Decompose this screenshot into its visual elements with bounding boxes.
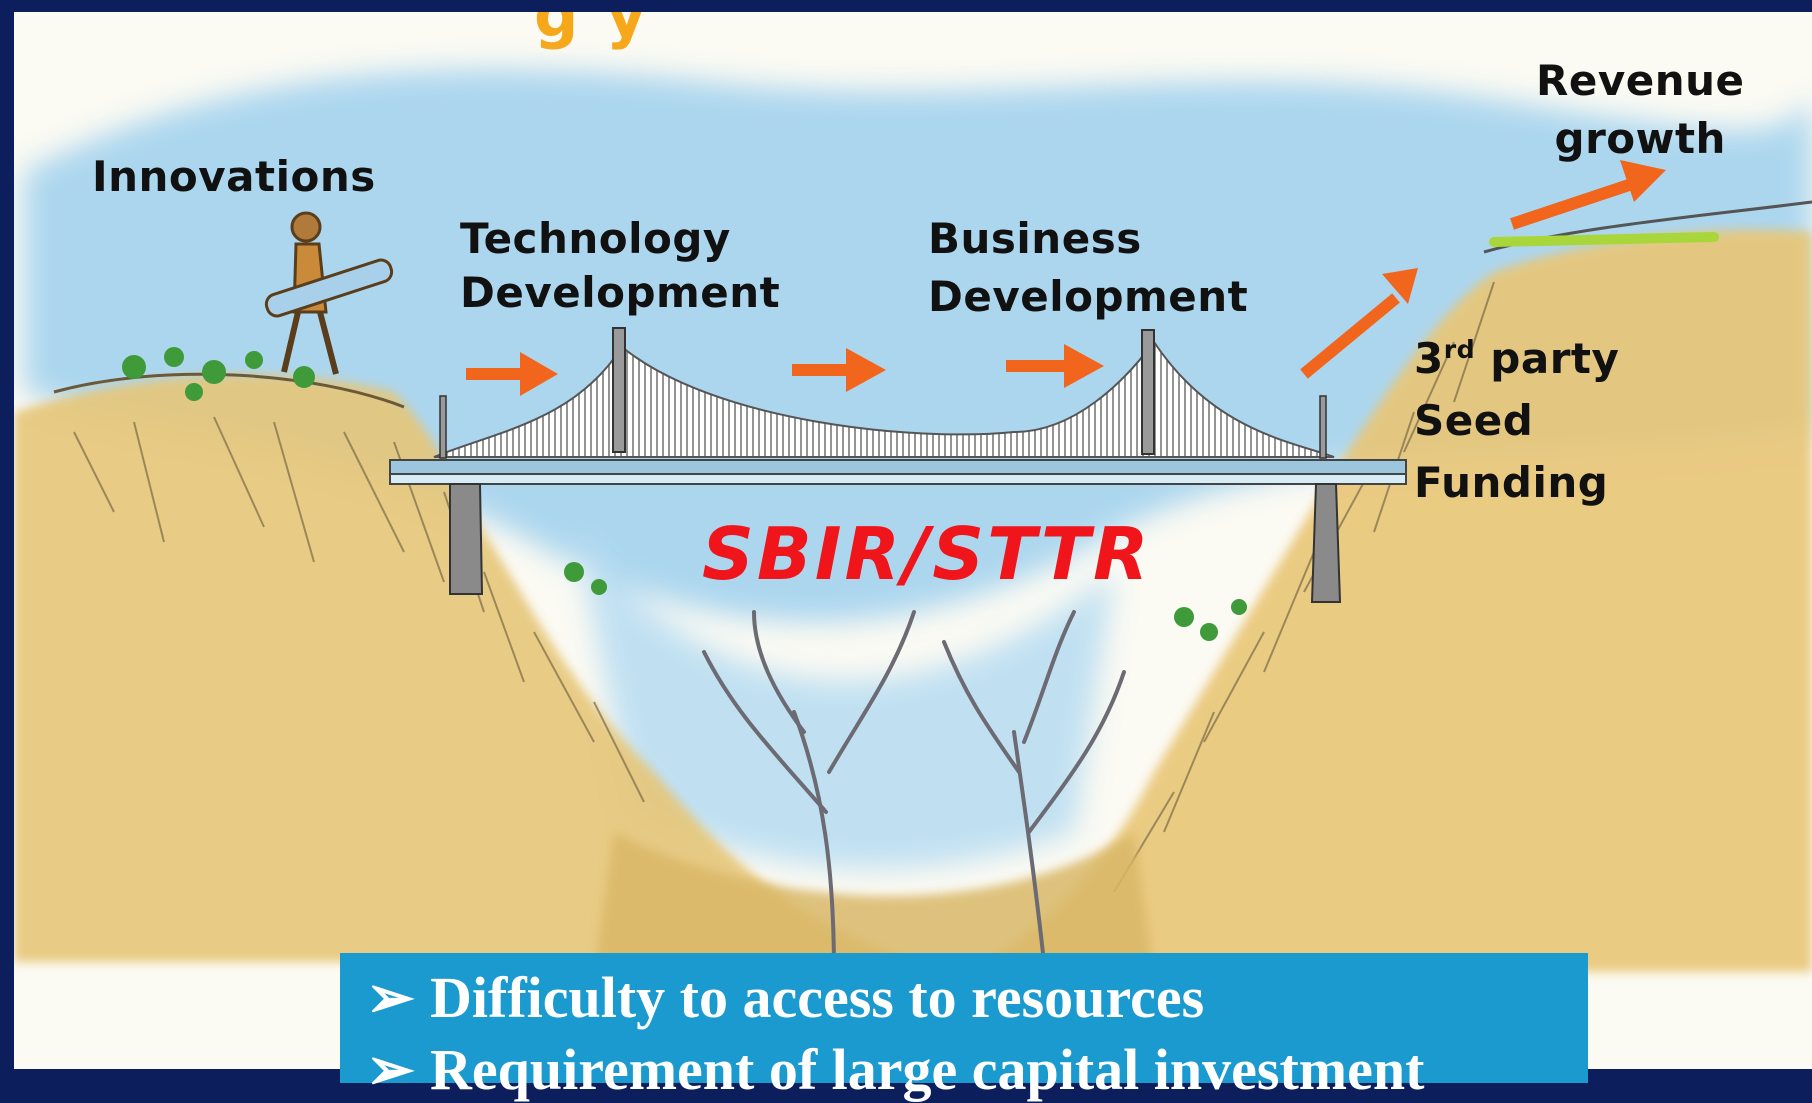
- right-arrow-icon: [792, 348, 886, 392]
- arrowhead-bullet-icon: ➢: [366, 1037, 415, 1102]
- valley-floor: [594, 832, 1154, 972]
- challenge-item-resources: ➢Difficulty to access to resources: [366, 963, 1204, 1031]
- right-arrow-icon: [1006, 344, 1104, 388]
- label-business-line2: Development: [928, 272, 1249, 321]
- bare-trees: [702, 610, 1126, 974]
- label-technology-line2: Development: [460, 268, 781, 317]
- label-innovations: Innovations: [92, 152, 376, 201]
- valley-of-death-illustration: g y: [14, 12, 1812, 1069]
- right-cliff: [974, 200, 1812, 973]
- label-business-line1: Business: [928, 214, 1142, 263]
- diagonal-arrow-icon: [1510, 160, 1666, 230]
- suspension-bridge: [389, 327, 1407, 603]
- label-third-party-number: 3: [1414, 334, 1444, 383]
- diagonal-arrow-icon: [1300, 268, 1418, 379]
- label-business-development: Business Development: [928, 210, 1248, 326]
- challenge-text: Requirement of large capital investment: [430, 1037, 1425, 1102]
- label-revenue-line1: Revenue: [1536, 56, 1745, 105]
- slide: g y: [14, 12, 1812, 1102]
- challenge-text: Difficulty to access to resources: [430, 965, 1205, 1030]
- label-third-party-seed-funding: 3rd party Seed Funding: [1414, 328, 1619, 514]
- progress-arrows: [466, 160, 1666, 396]
- challenge-item-capital: ➢Requirement of large capital investment: [366, 1035, 1424, 1103]
- landscape-drawing: [14, 69, 1812, 974]
- label-revenue-line2: growth: [1554, 114, 1726, 163]
- label-third-party-word: party: [1475, 334, 1620, 383]
- label-technology-development: Technology Development: [460, 212, 780, 320]
- slide-title-fragment: g y: [534, 12, 650, 51]
- innovator-figure-icon: [264, 211, 394, 375]
- label-seed: Seed: [1414, 396, 1534, 445]
- label-technology-line1: Technology: [460, 214, 731, 263]
- label-revenue-growth: Revenue growth: [1536, 52, 1744, 168]
- label-third-party-suffix: rd: [1443, 335, 1476, 364]
- right-plateau-grass: [1489, 232, 1719, 247]
- right-arrow-icon: [466, 352, 558, 396]
- label-third-party-line: 3rd party: [1414, 328, 1619, 390]
- arrowhead-bullet-icon: ➢: [366, 965, 415, 1030]
- program-label-sbir-sttr: SBIR/STTR: [702, 512, 1152, 596]
- shrubs: [122, 347, 1247, 641]
- label-funding: Funding: [1414, 458, 1609, 507]
- challenges-box: ➢Difficulty to access to resources ➢Requ…: [340, 953, 1588, 1102]
